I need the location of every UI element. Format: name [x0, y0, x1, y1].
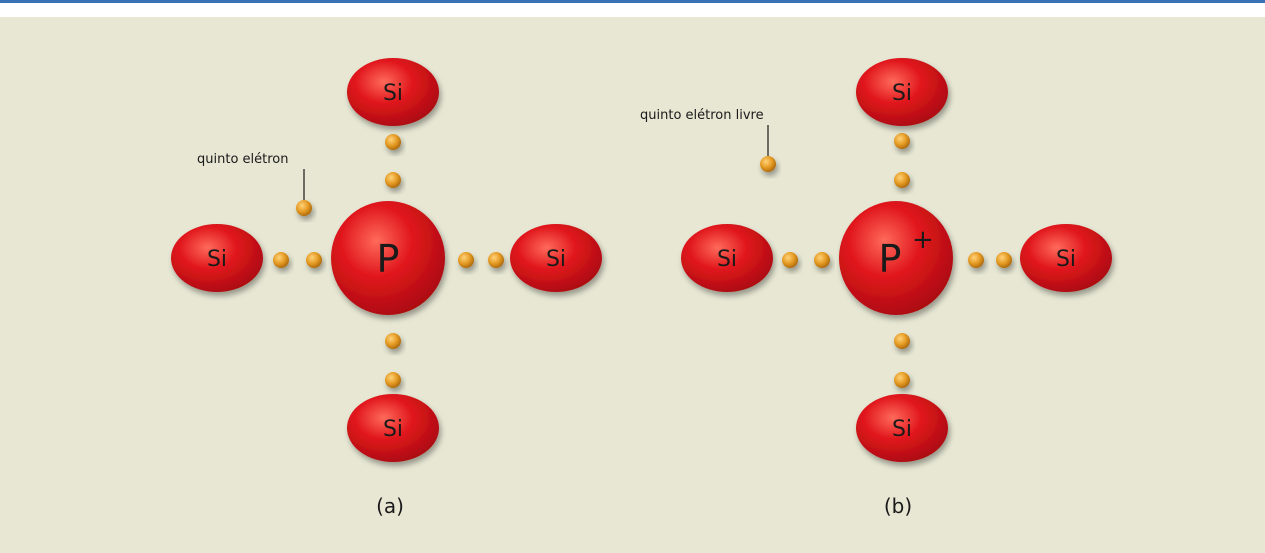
si-atom-left — [681, 224, 773, 292]
electron — [385, 172, 401, 188]
electron — [385, 333, 401, 349]
si-atom-bottom — [856, 394, 948, 462]
p-ion-charge: + — [912, 225, 934, 255]
electron — [894, 372, 910, 388]
si-atom-right — [510, 224, 602, 292]
si-atom-label: Si — [383, 417, 403, 442]
electron — [273, 252, 289, 268]
si-atom-label: Si — [892, 81, 912, 106]
electron — [996, 252, 1012, 268]
si-atom-label: Si — [717, 247, 737, 272]
electron — [458, 252, 474, 268]
si-atom-top — [856, 58, 948, 126]
caption-a: (a) — [376, 494, 404, 518]
electron — [306, 252, 322, 268]
si-atom-label: Si — [207, 247, 227, 272]
si-atom-label: Si — [892, 417, 912, 442]
p-atom — [331, 201, 445, 315]
p-ion-symbol: P — [879, 237, 902, 281]
si-atom-left — [171, 224, 263, 292]
annotation-label: quinto elétron livre — [640, 108, 764, 123]
electron — [968, 252, 984, 268]
si-atom-right — [1020, 224, 1112, 292]
electron — [385, 372, 401, 388]
electron — [488, 252, 504, 268]
si-atom-bottom — [347, 394, 439, 462]
p-ion — [839, 201, 953, 315]
si-atom-label: Si — [546, 247, 566, 272]
si-atom-label: Si — [383, 81, 403, 106]
p-atom-label: P — [377, 237, 400, 281]
diagram-a: quinto elétron Si Si Si Si P (a) — [171, 58, 602, 518]
fifth-electron — [296, 200, 312, 216]
electron — [385, 134, 401, 150]
si-atom-top — [347, 58, 439, 126]
free-fifth-electron — [760, 156, 776, 172]
si-atom-label: Si — [1056, 247, 1076, 272]
electron — [894, 172, 910, 188]
electron — [782, 252, 798, 268]
electron — [814, 252, 830, 268]
electron — [894, 133, 910, 149]
annotation-label: quinto elétron — [197, 152, 288, 167]
electron-group-b — [760, 133, 1012, 388]
diagram-b: quinto elétron livre Si Si Si Si P + (b) — [640, 58, 1112, 518]
electron-group-a — [273, 134, 504, 388]
electron — [894, 333, 910, 349]
top-rule — [0, 0, 1265, 3]
caption-b: (b) — [884, 494, 912, 518]
p-ion-label: P — [879, 237, 902, 281]
